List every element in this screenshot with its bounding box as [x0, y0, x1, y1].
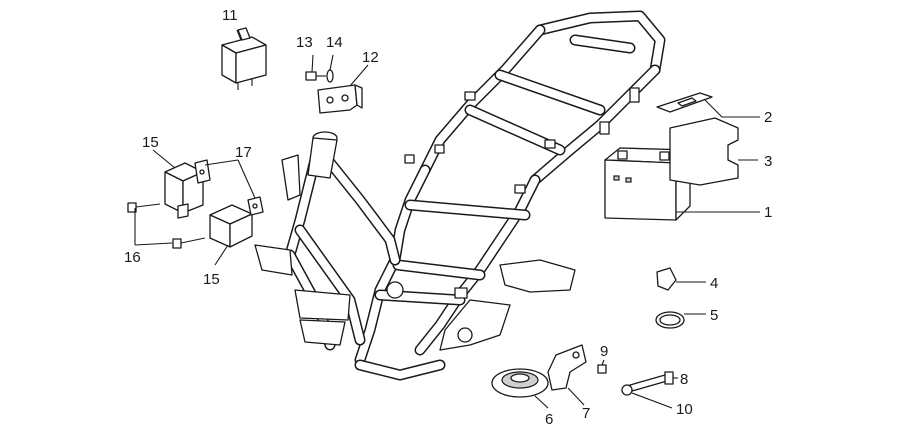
clip-band-part-5[interactable]	[655, 311, 685, 329]
screw-part-16-lower[interactable]	[172, 237, 206, 249]
callout-6: 6	[545, 411, 553, 427]
screw-part-16-upper[interactable]	[127, 202, 161, 213]
washer-part-10[interactable]	[621, 384, 633, 396]
callout-15-upper: 15	[142, 134, 159, 151]
leader-lines	[134, 29, 760, 409]
callout-3: 3	[764, 153, 772, 170]
engine-mount-bracket	[294, 289, 351, 321]
callout-labels: 1 2 3 4 5 6 7 8 9 10 11 12 13 14 15 15 1…	[124, 7, 772, 427]
front-bracket	[281, 154, 301, 201]
head-tube	[307, 137, 338, 179]
lower-mount-plate	[299, 319, 346, 346]
bolt-part-8[interactable]	[629, 371, 674, 392]
front-lower-bracket	[254, 244, 293, 276]
bracket-part-12[interactable]	[317, 84, 363, 114]
callout-12: 12	[362, 49, 379, 66]
scooter-frame	[254, 10, 666, 381]
relay-part-11[interactable]	[221, 27, 267, 90]
callout-1: 1	[764, 204, 772, 221]
relay-part-15-lower[interactable]	[209, 204, 253, 248]
clamp-part-4[interactable]	[656, 267, 677, 291]
frame-rear-bracket	[386, 259, 576, 351]
bolt-part-13[interactable]	[305, 71, 326, 81]
callout-13: 13	[296, 34, 313, 51]
battery-strap-part-2[interactable]	[656, 92, 713, 113]
horn-bracket-part-7[interactable]	[547, 344, 587, 391]
callout-5: 5	[710, 307, 718, 324]
washer-part-14[interactable]	[326, 69, 334, 83]
callout-10: 10	[676, 401, 693, 418]
clip-part-17-upper[interactable]	[194, 159, 211, 184]
callout-16: 16	[124, 249, 141, 266]
callout-17: 17	[235, 144, 252, 161]
callout-15-lower: 15	[203, 271, 220, 288]
callout-2: 2	[764, 109, 772, 126]
callout-4: 4	[710, 275, 718, 292]
screw-part-9[interactable]	[597, 364, 607, 374]
frame-tabs	[404, 87, 640, 299]
battery-pad-part-3[interactable]	[669, 117, 739, 186]
callout-11: 11	[222, 7, 238, 24]
horn-part-6[interactable]	[491, 368, 549, 398]
callout-8: 8	[680, 371, 688, 388]
clip-part-17-lower[interactable]	[247, 196, 264, 216]
callout-14: 14	[326, 34, 343, 51]
frame-front-section	[254, 131, 401, 351]
callout-9: 9	[600, 343, 608, 360]
callout-7: 7	[582, 405, 590, 422]
